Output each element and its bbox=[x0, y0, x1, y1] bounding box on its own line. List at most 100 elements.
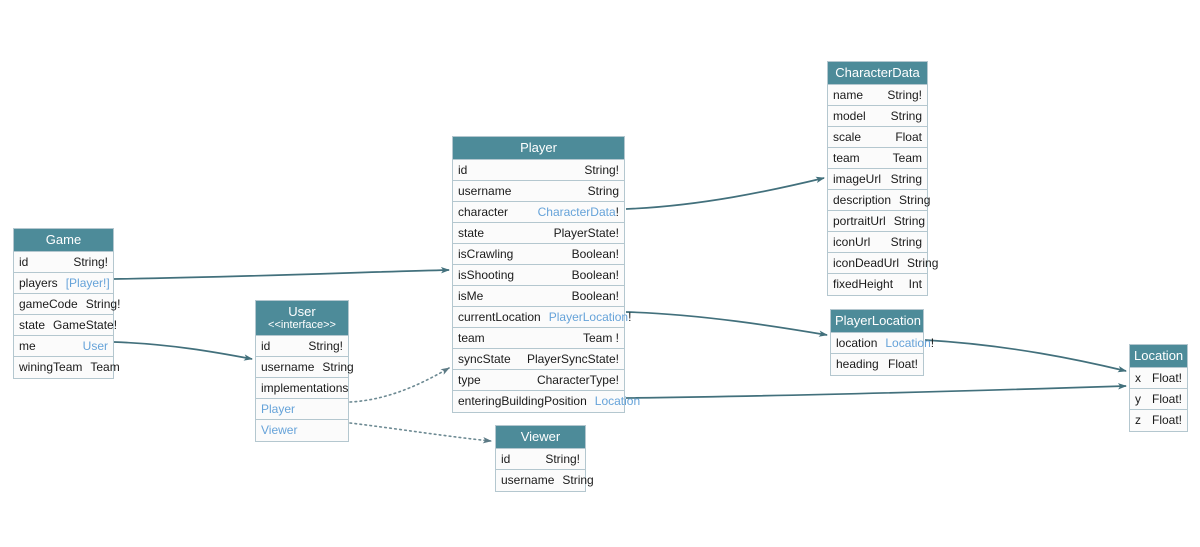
edge-player-entering-to-location bbox=[625, 383, 1127, 399]
field-name: username bbox=[261, 359, 315, 374]
field-type[interactable]: Location bbox=[587, 391, 640, 412]
field-name: imageUrl bbox=[833, 171, 882, 186]
field-name: isCrawling bbox=[458, 246, 514, 261]
field-type: String bbox=[893, 213, 926, 228]
field-row[interactable]: username String bbox=[453, 181, 624, 202]
field-type[interactable]: [Player!] bbox=[58, 273, 110, 294]
field-type-nonnull: ! bbox=[628, 309, 632, 324]
field-row[interactable]: id String! bbox=[453, 160, 624, 181]
field-type: String bbox=[890, 234, 922, 249]
entity-subtitle: <<interface>> bbox=[268, 319, 336, 331]
field-name: Viewer bbox=[261, 423, 298, 437]
field-name: iconDeadUrl bbox=[833, 255, 900, 270]
field-type: Team bbox=[892, 150, 922, 165]
field-name: state bbox=[458, 225, 485, 240]
field-row[interactable]: Viewer bbox=[256, 420, 348, 441]
entity-header-player: Player bbox=[453, 137, 624, 160]
field-type[interactable]: PlayerLocation! bbox=[541, 307, 632, 328]
field-row[interactable]: Player bbox=[256, 399, 348, 420]
field-name: y bbox=[1135, 391, 1141, 406]
entity-title: Game bbox=[45, 232, 82, 247]
field-type-link: Location bbox=[594, 394, 641, 408]
field-row[interactable]: heading Float! bbox=[831, 354, 923, 375]
field-type-nonnull: ! bbox=[930, 335, 935, 350]
field-name: heading bbox=[836, 357, 879, 371]
edge-game-players-to-player bbox=[113, 266, 450, 280]
field-row[interactable]: players[Player!] bbox=[14, 273, 113, 294]
field-name: gameCode bbox=[19, 296, 78, 311]
field-name: username bbox=[458, 183, 512, 198]
entity-title: PlayerLocation bbox=[835, 313, 921, 328]
entity-header-game: Game bbox=[14, 229, 113, 252]
field-name: Player bbox=[261, 401, 296, 416]
edge-player-character-to-characterdata bbox=[625, 176, 825, 210]
field-type: Team bbox=[90, 360, 120, 374]
field-type[interactable]: User bbox=[75, 336, 108, 357]
field-type: String bbox=[890, 108, 922, 123]
field-row[interactable]: implementations bbox=[256, 378, 348, 399]
field-type: String bbox=[587, 183, 619, 198]
field-type-link: CharacterData bbox=[537, 204, 616, 219]
field-type[interactable]: Location! bbox=[877, 333, 934, 354]
field-name: id bbox=[458, 162, 468, 177]
field-name: name bbox=[833, 87, 864, 102]
field-type: Float! bbox=[887, 357, 918, 371]
field-name: id bbox=[501, 451, 511, 466]
field-name: z bbox=[1135, 413, 1141, 427]
field-type: String! bbox=[73, 254, 108, 269]
field-type-nonnull: ! bbox=[615, 204, 619, 219]
field-type[interactable]: CharacterData! bbox=[530, 202, 619, 223]
entity-header-location: Location bbox=[1130, 345, 1187, 368]
field-type: String bbox=[562, 473, 594, 487]
entity-title: Viewer bbox=[520, 429, 561, 444]
field-type: String! bbox=[584, 162, 619, 177]
field-type: Int bbox=[908, 277, 922, 291]
field-name: description bbox=[833, 192, 892, 207]
entity-header-user: User<<interface>> bbox=[256, 301, 348, 336]
field-type-link: User bbox=[82, 338, 108, 353]
entity-title: CharacterData bbox=[835, 65, 920, 80]
field-name: state bbox=[19, 317, 46, 332]
